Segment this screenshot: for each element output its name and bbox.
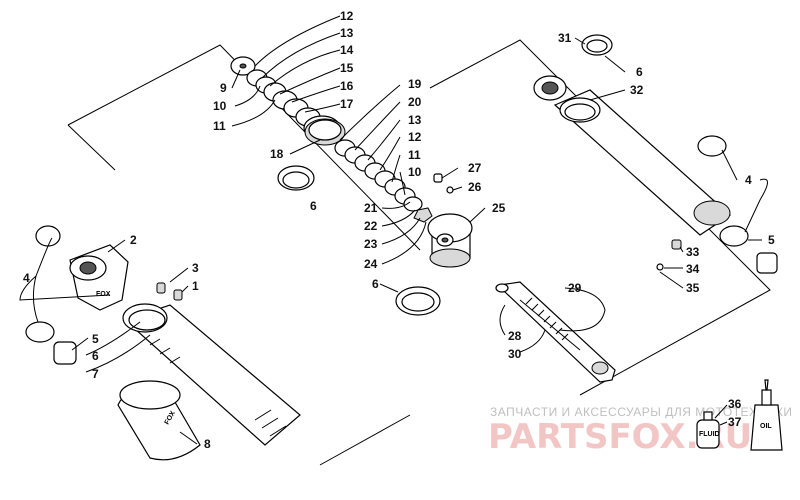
watermark-subtitle: ЗАПЧАСТИ И АКСЕССУАРЫ ДЛЯ МОТОТЕХНИКИ — [490, 405, 792, 419]
callout-6: 6 — [310, 199, 317, 213]
fluid-bottle-36: FLUID — [696, 411, 720, 449]
callout-19: 19 — [408, 77, 422, 91]
callout-3: 3 — [192, 261, 199, 275]
callout-4: 4 — [745, 173, 752, 187]
ball-valve-parts — [433, 173, 454, 194]
callout-16: 16 — [340, 79, 354, 93]
callout-8: 8 — [204, 437, 211, 451]
callout-33: 33 — [686, 245, 700, 259]
body-cylinder-7 — [122, 303, 301, 446]
callout-32: 32 — [630, 83, 644, 97]
callout-18: 18 — [270, 147, 284, 161]
callout-28: 28 — [508, 329, 522, 343]
callout-21: 21 — [364, 201, 378, 215]
callout-22: 22 — [364, 219, 378, 233]
callout-30: 30 — [508, 347, 522, 361]
callout-2: 2 — [130, 233, 137, 247]
callout-26: 26 — [468, 180, 482, 194]
callout-10: 10 — [408, 165, 422, 179]
callout-labels: 12 13 14 15 16 17 9 10 11 18 6 19 20 13 … — [23, 9, 775, 451]
oil-bottle-37: OIL — [750, 379, 783, 451]
ring-6-middle — [395, 286, 441, 316]
watermark: ЗАПЧАСТИ И АКСЕССУАРЫ ДЛЯ МОТОТЕХНИКИ PA… — [488, 405, 792, 457]
callout-25: 25 — [492, 201, 506, 215]
callout-36: 36 — [728, 397, 742, 411]
callout-29: 29 — [568, 281, 582, 295]
callout-6: 6 — [372, 277, 379, 291]
shim-stack-upper — [230, 56, 433, 223]
callout-12: 12 — [408, 130, 422, 144]
callout-37: 37 — [728, 415, 742, 429]
callout-1: 1 — [192, 279, 199, 293]
spring-cover-8: FOX — [117, 380, 201, 461]
callout-10: 10 — [213, 99, 227, 113]
callout-34: 34 — [686, 262, 700, 276]
fox-logo-text: FOX — [96, 291, 111, 298]
callout-7: 7 — [92, 367, 99, 381]
callout-14: 14 — [340, 43, 354, 57]
callout-17: 17 — [340, 97, 354, 111]
callout-5: 5 — [768, 233, 775, 247]
callout-5: 5 — [92, 332, 99, 346]
callout-24: 24 — [364, 257, 378, 271]
oil-label: OIL — [760, 423, 772, 430]
piston-25 — [427, 213, 473, 268]
callout-23: 23 — [364, 237, 378, 251]
callout-13: 13 — [408, 113, 422, 127]
callout-12: 12 — [340, 9, 354, 23]
leader-lines — [19, 15, 768, 445]
callout-11: 11 — [408, 148, 421, 162]
callout-35: 35 — [686, 281, 700, 295]
callout-27: 27 — [468, 161, 482, 175]
callout-15: 15 — [340, 61, 354, 75]
callout-6: 6 — [636, 65, 643, 79]
shock-body-2: FOX — [25, 225, 183, 365]
seal-ring-18 — [277, 165, 315, 191]
callout-11: 11 — [213, 119, 226, 133]
callout-20: 20 — [408, 95, 422, 109]
callout-6: 6 — [92, 349, 99, 363]
callout-9: 9 — [220, 81, 227, 95]
shaft-assembly — [495, 281, 616, 383]
callout-31: 31 — [558, 31, 572, 45]
reservoir-32 — [533, 34, 778, 274]
fluid-label: FLUID — [699, 431, 720, 438]
callout-4: 4 — [23, 271, 30, 285]
callout-13: 13 — [340, 26, 354, 40]
left-frame — [67, 44, 421, 466]
